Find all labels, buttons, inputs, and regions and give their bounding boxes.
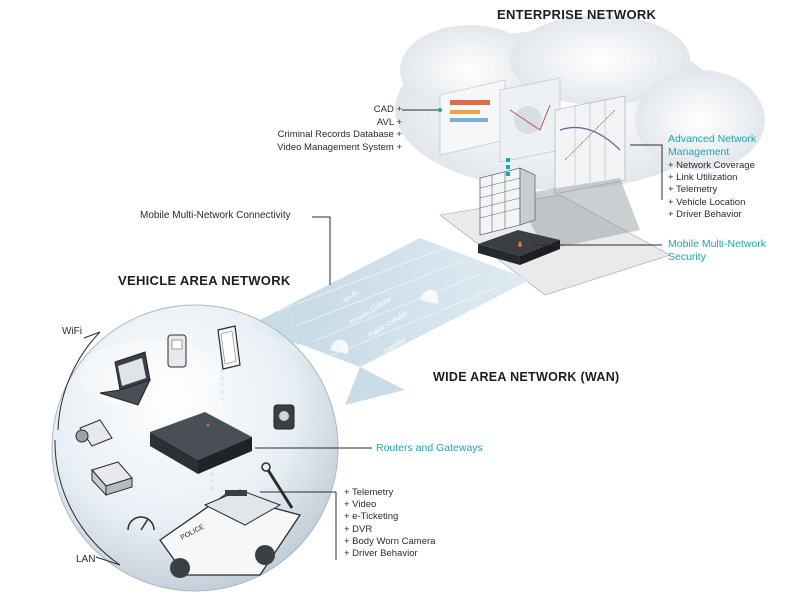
body-camera-icon <box>273 404 295 430</box>
mgmt-callout-line <box>630 144 663 200</box>
vehicle-item: + Body Worn Camera <box>344 535 436 547</box>
connectivity-callout-line <box>312 216 331 285</box>
vehicle-area-title: VEHICLE AREA NETWORK <box>118 273 291 288</box>
routers-label: Routers and Gateways <box>376 442 483 454</box>
lan-arc <box>54 439 121 566</box>
dashboard-screens <box>439 77 626 195</box>
laptop-icon <box>99 351 151 406</box>
wan-band <box>250 238 530 405</box>
tablet-icon <box>217 325 241 370</box>
mgmt-item: + Telemetry <box>668 184 718 196</box>
mgmt-item: + Network Coverage <box>668 160 755 171</box>
security-label: Mobile Multi-Network Security <box>668 238 767 263</box>
app-item: Criminal Records Database + <box>277 129 402 140</box>
app-item: AVL + <box>376 116 402 128</box>
camera-icon <box>75 419 113 447</box>
wifi-arc <box>57 331 101 431</box>
app-item: Video Management System + <box>277 141 402 153</box>
wrench-icon <box>261 462 294 509</box>
mgmt-item: + Driver Behavior <box>668 208 742 220</box>
vehicle-item: + Video <box>344 499 377 511</box>
advanced-mgmt-title: Advanced Network Management <box>668 133 757 158</box>
dvr-icon <box>91 461 133 497</box>
lan-label: LAN <box>76 554 96 565</box>
security-appliance <box>478 230 560 265</box>
mgmt-item: + Link Utilization <box>668 172 738 184</box>
mgmt-item: + Vehicle Location <box>668 196 746 208</box>
vehicle-items-list: + Telemetry + Video + e-Ticketing + DVR … <box>344 487 435 560</box>
wan-title: WIDE AREA NETWORK (WAN) <box>433 370 620 384</box>
connectivity-label: Mobile Multi-Network Connectivity <box>140 210 291 221</box>
police-car: POLICE <box>159 489 302 578</box>
server-rack <box>479 167 536 236</box>
enterprise-title: ENTERPRISE NETWORK <box>497 7 657 22</box>
router-device <box>150 412 252 474</box>
vehicle-item: + e-Ticketing <box>344 511 399 523</box>
enterprise-apps-list: CAD + AVL + Criminal Records Database + … <box>262 104 402 154</box>
wifi-label: WiFi <box>62 326 82 337</box>
vehicle-item: + Driver Behavior <box>344 548 418 560</box>
handheld-icon <box>167 334 187 368</box>
speedometer-icon <box>127 516 155 531</box>
app-item: CAD + <box>373 104 402 115</box>
advanced-mgmt-list: + Network Coverage + Link Utilization + … <box>668 160 755 221</box>
vehicle-item: + DVR <box>344 523 373 535</box>
vehicle-item: + Telemetry <box>344 487 394 498</box>
